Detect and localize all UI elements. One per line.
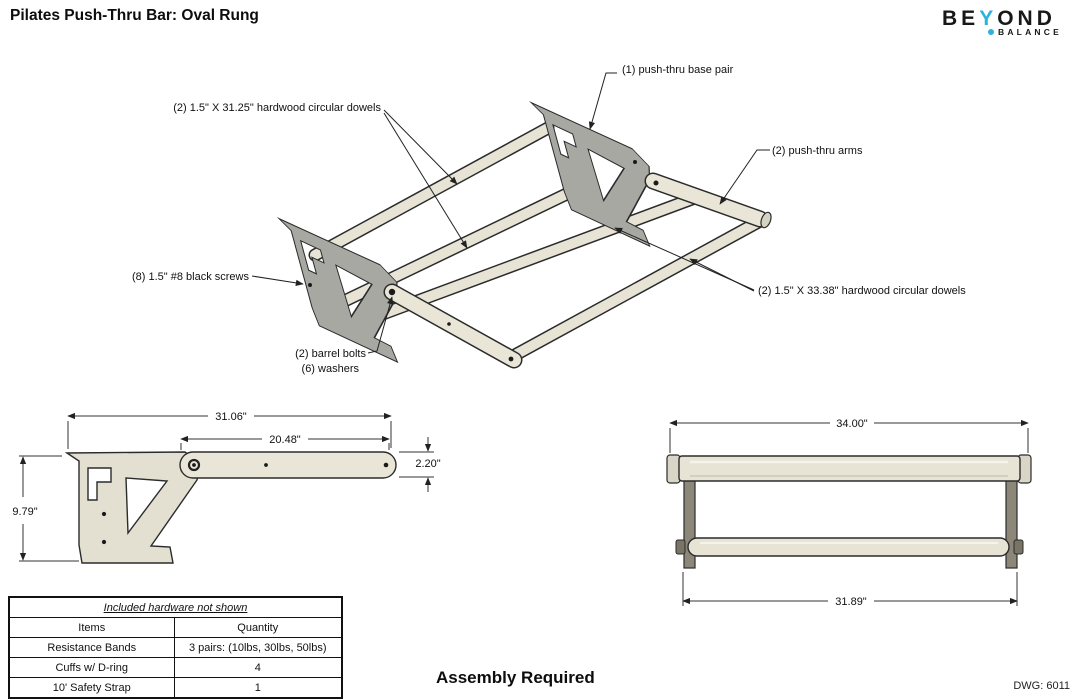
callout-labels: (1) push-thru base pair (2) 1.5" X 31.25… xyxy=(132,64,966,375)
assembly-required-note: Assembly Required xyxy=(436,668,595,687)
table-row: Resistance Bands 3 pairs: (10lbs, 30lbs,… xyxy=(8,637,343,658)
logo-subtext: BALANCE xyxy=(998,27,1062,37)
dowel-long-2 xyxy=(508,213,769,362)
hardware-table: Included hardware not shown Items Quanti… xyxy=(8,596,343,699)
dim-arm-length: 20.48" xyxy=(269,434,301,446)
logo-y-letter: Y xyxy=(979,7,998,30)
col-header-quantity: Quantity xyxy=(173,617,343,638)
callout-leaders xyxy=(251,72,770,354)
dim-arm-height: 2.20" xyxy=(415,458,440,470)
barrel-bolt xyxy=(388,288,396,296)
front-view-dimensions xyxy=(669,419,1029,606)
table-row: Cuffs w/ D-ring 4 xyxy=(8,657,343,678)
callout-dowels-short: (2) 1.5" X 31.25" hardwood circular dowe… xyxy=(173,102,381,114)
callout-dowels-long: (2) 1.5" X 33.38" hardwood circular dowe… xyxy=(758,285,966,297)
logo-subline: BALANCE xyxy=(988,27,1074,37)
logo-text-pre: BE xyxy=(942,7,980,30)
isometric-assembly xyxy=(277,100,772,375)
table-row: 10' Safety Strap 1 xyxy=(8,677,343,699)
table-caption-row: Included hardware not shown xyxy=(8,596,343,618)
item-quantity: 3 pairs: (10lbs, 30lbs, 50lbs) xyxy=(173,637,343,658)
col-header-items: Items xyxy=(8,617,175,638)
dowel-short-1 xyxy=(308,121,555,262)
item-name: Cuffs w/ D-ring xyxy=(8,657,175,678)
item-name: 10' Safety Strap xyxy=(8,677,175,699)
logo-text-post: OND xyxy=(997,7,1056,30)
page-title: Pilates Push-Thru Bar: Oval Rung xyxy=(10,7,259,24)
table-header-row: Items Quantity xyxy=(8,617,343,638)
near-bracket-screw-hole xyxy=(308,283,312,287)
callout-barrel-bolts: (2) barrel bolts xyxy=(295,348,366,360)
front-lower-dowel xyxy=(687,537,1010,557)
front-view: 34.00" 31.89" xyxy=(666,418,1032,608)
item-quantity: 1 xyxy=(173,677,343,699)
logo-dot-icon xyxy=(988,29,994,35)
dim-inner-width: 31.89" xyxy=(835,596,867,608)
dim-total-width: 31.06" xyxy=(215,411,247,423)
callout-screws: (8) 1.5" #8 black screws xyxy=(132,271,250,283)
far-bracket-screw-hole xyxy=(633,160,637,164)
callout-arms: (2) push-thru arms xyxy=(772,145,863,157)
dowel-end-right xyxy=(1013,539,1024,555)
drawing-number: DWG: 6011 xyxy=(1013,680,1070,692)
dim-total-height: 9.79" xyxy=(12,506,37,518)
side-view: 31.06" 20.48" 2.20" 9.79" xyxy=(12,411,441,564)
side-view-dimensions xyxy=(19,412,434,562)
dowel-end-cap xyxy=(760,211,772,229)
logo-wordmark: BEYOND xyxy=(942,7,1074,31)
item-name: Resistance Bands xyxy=(8,637,175,658)
front-top-dowel xyxy=(678,455,1021,482)
front-left-cap xyxy=(666,454,681,484)
callout-base-pair: (1) push-thru base pair xyxy=(622,64,734,76)
far-push-thru-arm xyxy=(644,172,772,229)
callout-washers: (6) washers xyxy=(302,363,360,375)
side-view-arm xyxy=(179,451,397,479)
table-caption: Included hardware not shown xyxy=(8,596,343,618)
item-quantity: 4 xyxy=(173,657,343,678)
dowel-end-left xyxy=(675,539,686,555)
near-push-thru-arm xyxy=(383,283,523,369)
dim-outer-width: 34.00" xyxy=(836,418,868,430)
brand-logo: BEYOND BALANCE xyxy=(942,7,1074,37)
